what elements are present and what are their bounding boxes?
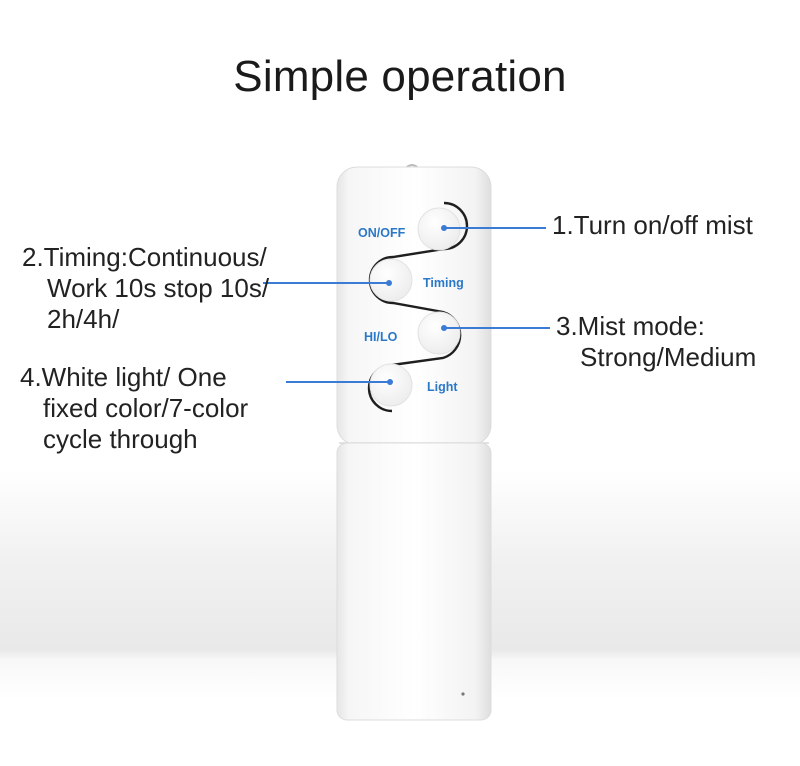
callout-light-line-1: 4.White light/ One <box>20 362 227 392</box>
callout-2-dot <box>386 280 392 286</box>
callout-timing: 2.Timing:Continuous/ Work 10s stop 10s/ … <box>22 242 269 335</box>
callout-2-connector <box>263 282 389 284</box>
callout-4-connector <box>286 381 390 383</box>
callout-light-line-3: cycle through <box>43 424 198 454</box>
callout-4-dot <box>387 379 393 385</box>
callout-1-dot <box>441 225 447 231</box>
callout-mist-mode-line-1: 3.Mist mode: <box>556 311 705 341</box>
callout-light-line-2: fixed color/7-color <box>43 393 249 423</box>
callout-timing-line-3: 2h/4h/ <box>47 304 120 334</box>
light-button[interactable] <box>369 363 413 407</box>
hi-lo-button[interactable] <box>417 311 461 355</box>
callout-3-dot <box>441 325 447 331</box>
callout-3-connector <box>444 327 550 329</box>
callout-timing-line-2: Work 10s stop 10s/ <box>47 273 270 303</box>
callout-timing-line-1: 2.Timing:Continuous/ <box>22 242 267 272</box>
on-off-button-label: ON/OFF <box>358 226 406 240</box>
remote-lower-body <box>336 442 492 721</box>
hi-lo-button-label: HI/LO <box>364 330 398 344</box>
page-title: Simple operation <box>233 52 567 101</box>
callout-1-connector <box>444 227 546 229</box>
callout-light: 4.White light/ One fixed color/7-color c… <box>20 362 248 455</box>
callout-mist-mode-line-2: Strong/Medium <box>580 342 757 372</box>
timing-button-label: Timing <box>423 276 464 290</box>
on-off-button[interactable] <box>417 207 461 251</box>
callout-mist-mode: 3.Mist mode: Strong/Medium <box>556 311 756 373</box>
callout-on-off: 1.Turn on/off mist <box>552 210 753 241</box>
callout-on-off-line: 1.Turn on/off mist <box>552 210 753 240</box>
remote-indicator-dot <box>461 692 465 696</box>
light-button-label: Light <box>427 380 458 394</box>
